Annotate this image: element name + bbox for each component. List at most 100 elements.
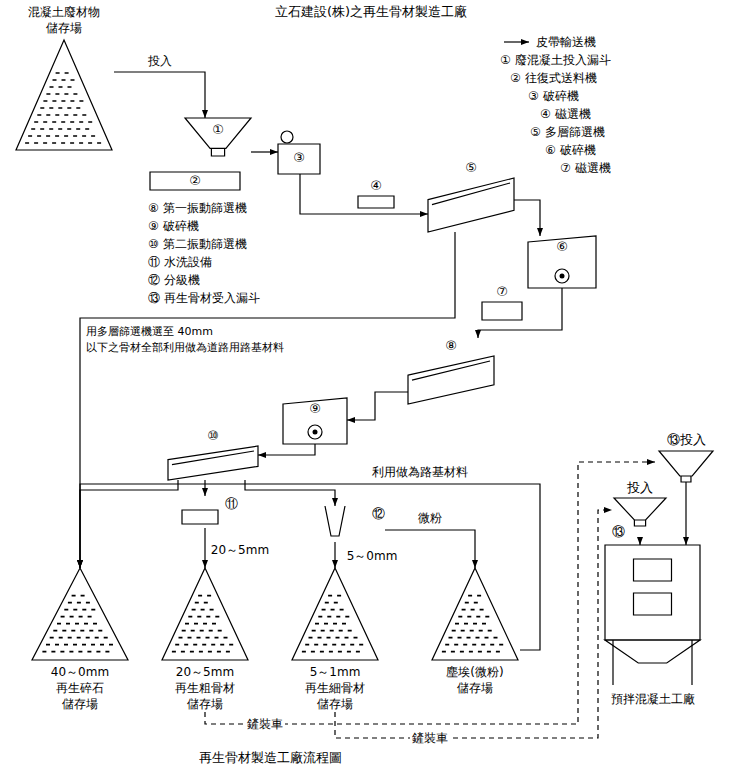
node-text: ⑦ bbox=[480, 284, 524, 300]
stockpile bbox=[162, 568, 248, 660]
crusher-box bbox=[528, 236, 596, 288]
screen-inner-deck bbox=[412, 361, 490, 380]
node-text: 5～1mm 再生細骨材 儲存場 bbox=[297, 664, 373, 712]
screen-deck bbox=[168, 446, 258, 480]
node-text: 混凝土廢材物 儲存場 bbox=[24, 4, 104, 36]
equipment-key: ⑫ 分級機 bbox=[148, 272, 200, 288]
equipment-key: ⑨ 破碎機 bbox=[148, 218, 199, 234]
legend-sample bbox=[502, 36, 532, 48]
edge-label: 5～0mm bbox=[345, 548, 400, 564]
node-text: 投入 bbox=[612, 480, 668, 496]
note-text: 用多層篩選機選至 40mm 以下之骨材全部利用做為道路用路基材料 bbox=[86, 324, 316, 356]
screen-deck bbox=[428, 178, 514, 232]
plant-leg bbox=[691, 640, 692, 685]
node-pileb: 塵埃(微粉) 儲存場 bbox=[430, 568, 520, 696]
crusher-axle bbox=[560, 274, 565, 279]
belt-conveyor bbox=[478, 288, 562, 338]
plant-leg bbox=[612, 640, 613, 685]
node-text: ⑩ bbox=[168, 428, 258, 444]
node-text: ④ bbox=[356, 178, 396, 194]
node-text: ⑨ bbox=[283, 401, 347, 417]
crusher-roller bbox=[555, 269, 569, 283]
node-text: ③ bbox=[278, 150, 320, 166]
node-pilea: 混凝土廢材物 儲存場 bbox=[14, 4, 114, 150]
node-pileb: 5～1mm 再生細骨材 儲存場 bbox=[290, 568, 380, 712]
equipment-key: ④ 磁選機 bbox=[540, 106, 591, 122]
plant-body bbox=[605, 545, 700, 640]
equipment-key: ⑬ 再生骨材受入漏斗 bbox=[148, 290, 260, 306]
node-text: 塵埃(微粉) 儲存場 bbox=[437, 664, 513, 696]
node-text: ② bbox=[150, 173, 240, 189]
equipment-key: ⑥ 破碎機 bbox=[545, 142, 596, 158]
edge-label: 利用做為路基材料 bbox=[370, 464, 470, 480]
node-text: ⑫ bbox=[325, 506, 385, 522]
crusher-box bbox=[283, 398, 347, 444]
pile-texture bbox=[302, 596, 363, 652]
diagram-caption: 再生骨材製造工廠流程圖 bbox=[120, 750, 420, 766]
belt-conveyor bbox=[204, 480, 205, 496]
node-screen: ⑩ bbox=[168, 428, 258, 480]
equipment-key: ① 廢混凝土投入漏斗 bbox=[500, 52, 611, 68]
node-crusher3: ③ bbox=[278, 130, 320, 174]
hopper-spout bbox=[634, 520, 645, 526]
stockpile bbox=[432, 568, 518, 660]
diagram-title: 立石建設(株)之再生骨材製造工廠 bbox=[0, 4, 742, 20]
node-headrect: ④ bbox=[356, 178, 396, 208]
feeder-box bbox=[150, 172, 240, 190]
node-crusher: ⑥ bbox=[528, 236, 596, 288]
legend-arrow bbox=[504, 41, 529, 42]
belt-conveyor bbox=[80, 480, 178, 568]
edge-label: 投入 bbox=[146, 53, 174, 69]
belt-conveyor bbox=[685, 482, 686, 545]
crusher-axle bbox=[313, 430, 318, 435]
equipment-key: ⑧ 第一振動篩選機 bbox=[148, 200, 247, 216]
equipment-key: ⑤ 多層篩選機 bbox=[530, 124, 605, 140]
receiving-hopper bbox=[614, 498, 666, 520]
receiving-hopper bbox=[659, 451, 713, 476]
node-text: ⑤ bbox=[428, 160, 514, 176]
node-screen: ⑧ bbox=[408, 338, 494, 404]
node-text: ⑬投入 bbox=[655, 432, 717, 448]
node-text: ⑪ bbox=[182, 496, 238, 512]
edge-label: 微粉 bbox=[416, 510, 444, 526]
equipment-key: ⑪ 水洗設備 bbox=[148, 254, 212, 270]
classifier bbox=[325, 506, 345, 536]
screen-inner-deck bbox=[172, 451, 254, 465]
node-text: ⑧ bbox=[408, 338, 494, 354]
belt-conveyor bbox=[204, 528, 205, 568]
truck-route bbox=[335, 510, 612, 738]
pile-texture bbox=[172, 596, 233, 652]
stockpile bbox=[32, 568, 128, 660]
node-hophead: ⑬投入 bbox=[655, 432, 717, 482]
node-headrect: ⑦ bbox=[480, 284, 524, 320]
edge-label: 20～5mm bbox=[209, 542, 271, 558]
truck-route bbox=[205, 462, 655, 724]
shape-outline bbox=[605, 545, 700, 707]
belt-conveyor bbox=[251, 151, 278, 152]
node-plant: 預拌混凝土工廠 bbox=[605, 545, 700, 707]
node-pileb: 20～5mm 再生粗骨材 儲存場 bbox=[160, 568, 250, 712]
stockpile bbox=[292, 568, 378, 660]
node-text: 預拌混凝土工廠 bbox=[605, 691, 700, 707]
node-cup: ⑫ bbox=[325, 506, 385, 542]
equipment-key: ⑦ 磁選機 bbox=[560, 160, 611, 176]
node-text: ⑥ bbox=[528, 239, 596, 255]
belt-conveyor bbox=[300, 174, 428, 214]
belt-conveyor bbox=[80, 232, 455, 568]
equipment-key: ⑩ 第二振動篩選機 bbox=[148, 236, 247, 252]
node-rect: ② bbox=[150, 172, 240, 190]
node-text: 20～5mm 再生粗骨材 儲存場 bbox=[167, 664, 243, 712]
crusher-box bbox=[278, 144, 320, 174]
node-text: 40～0mm 再生碎石 儲存場 bbox=[42, 664, 118, 712]
hopper-spout bbox=[211, 148, 224, 156]
washer-box bbox=[182, 510, 218, 524]
crusher-roller bbox=[308, 425, 322, 439]
hopper-spout bbox=[681, 476, 691, 482]
node-text: ⑬ bbox=[612, 524, 668, 540]
screen-deck bbox=[408, 356, 494, 404]
pile-texture bbox=[25, 73, 101, 143]
belt-conveyor bbox=[114, 72, 205, 118]
edge-label: 鏟裝車 bbox=[245, 716, 285, 732]
belt-conveyor bbox=[639, 540, 640, 545]
